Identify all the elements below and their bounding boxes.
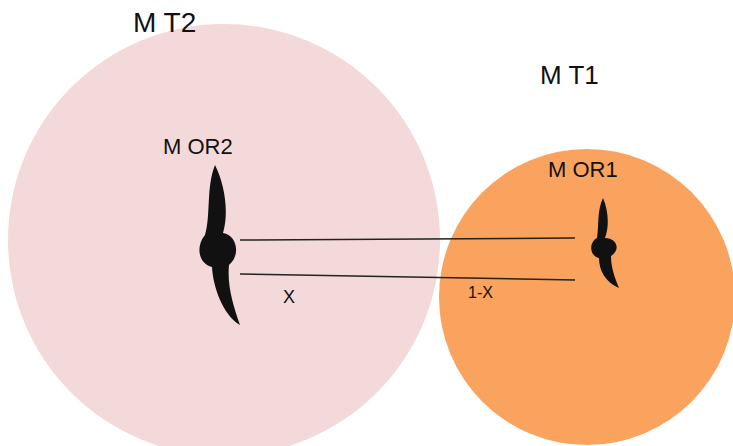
label-holder: M T1 — [540, 61, 599, 90]
label-holder: X — [283, 288, 295, 308]
organism-shape — [575, 198, 622, 288]
node-label: M T2 — [133, 8, 196, 39]
distance-label: X — [283, 288, 295, 308]
organism-node: M OR1 — [575, 198, 622, 288]
outer-circle — [439, 149, 733, 445]
label-holder: 1-X — [468, 284, 493, 302]
node-label: M OR2 — [163, 135, 233, 159]
organism-shape — [199, 165, 240, 325]
distance-label: 1-X — [468, 284, 493, 302]
label-holder: M T2 — [133, 8, 196, 39]
outer-circle — [8, 24, 440, 446]
label-holder: M OR1 — [548, 158, 618, 182]
organism-node: M OR2 — [185, 165, 240, 325]
node-label: M T1 — [540, 61, 599, 90]
organism-shape — [591, 198, 619, 288]
organism-shape — [185, 165, 240, 325]
region-circle: M T2M OR2 — [8, 24, 440, 446]
node-label: M OR1 — [548, 158, 618, 182]
label-holder: M OR2 — [163, 135, 233, 159]
